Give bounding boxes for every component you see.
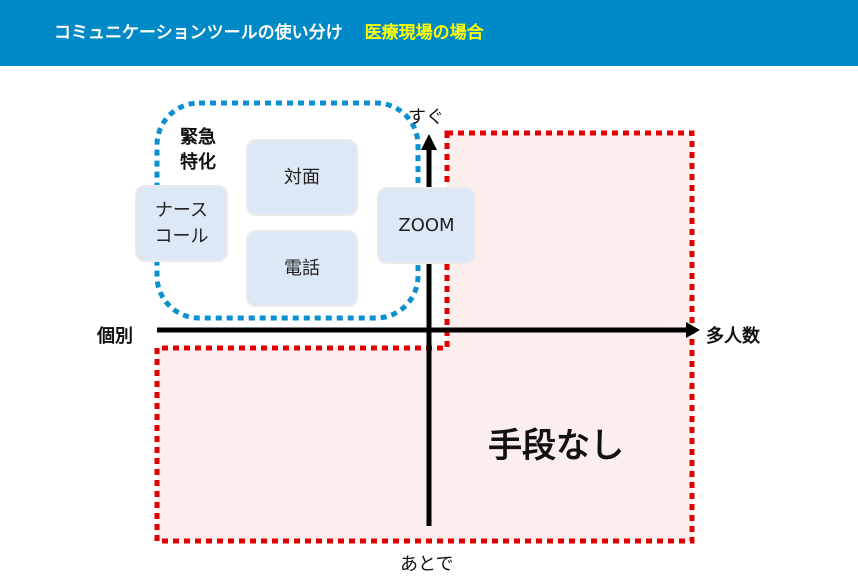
axis-label-left: 個別 (97, 326, 133, 347)
urgent-group-label: 緊急特化 (180, 125, 216, 175)
tool-phone: 電話 (246, 230, 358, 307)
no-means-label: 手段なし (488, 426, 624, 466)
axis-label-top: すぐ (408, 107, 444, 128)
up-arrow-head (421, 134, 437, 150)
group-label-line1: 緊急 (180, 127, 216, 148)
slide-title: コミュニケーションツールの使い分け 医療現場の場合 (54, 18, 484, 43)
tool-face-to-face: 対面 (246, 139, 358, 216)
axis-label-bottom: あとで (400, 554, 454, 575)
title-text: コミュニケーションツールの使い分け (54, 23, 343, 43)
phone-label: 電話 (284, 257, 320, 279)
face-label: 対面 (284, 166, 320, 188)
tool-nurse-call: ナースコール (135, 185, 228, 262)
nurse-call-line1: ナース (154, 200, 209, 222)
right-arrow-head (686, 322, 700, 338)
nurse-call-line2: コール (154, 225, 209, 247)
no-means-region (154, 130, 695, 544)
axis-label-right: 多人数 (706, 326, 760, 347)
group-label-line2: 特化 (180, 152, 216, 174)
tool-zoom: ZOOM (377, 187, 476, 264)
header-bar: コミュニケーションツールの使い分け 医療現場の場合 (0, 0, 858, 66)
title-subtitle: 医療現場の場合 (364, 23, 484, 43)
zoom-label: ZOOM (398, 214, 455, 236)
